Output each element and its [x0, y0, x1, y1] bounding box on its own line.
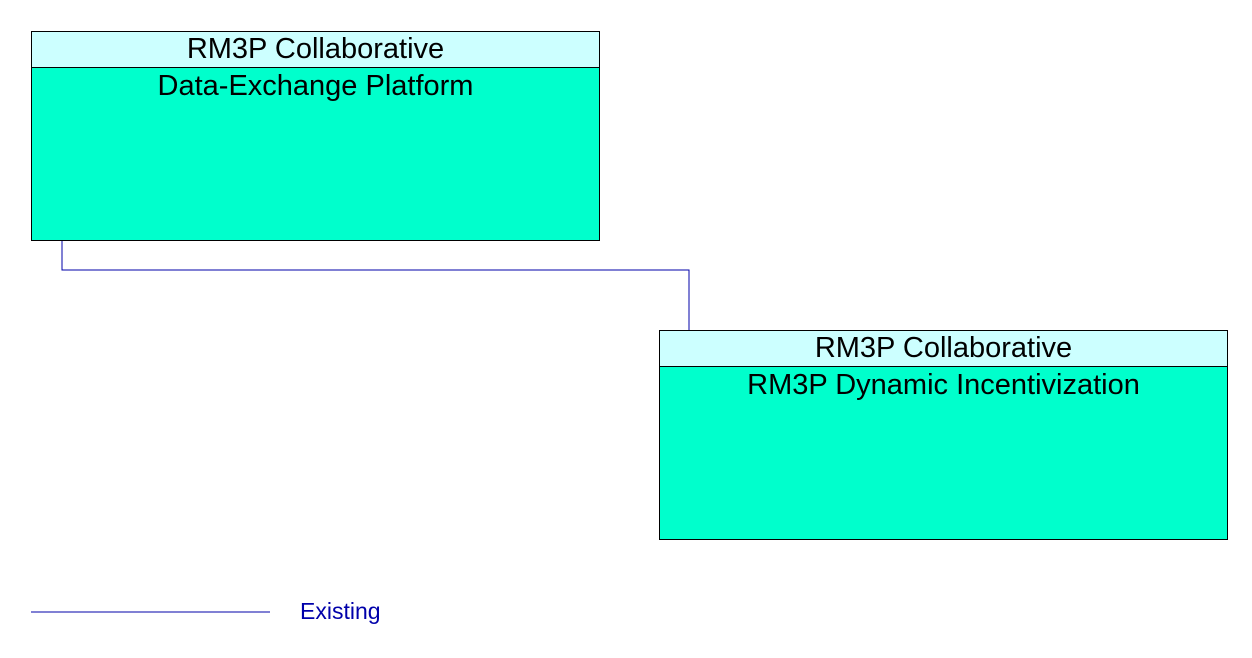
node-name-label: RM3P Dynamic Incentivization [747, 369, 1140, 401]
node-name-label: Data-Exchange Platform [157, 70, 474, 102]
edge-existing-connector [61, 240, 690, 330]
node-rm3p-dynamic-incentivization[interactable]: RM3P Collaborative RM3P Dynamic Incentiv… [659, 330, 1228, 540]
legend-existing-label: Existing [300, 598, 381, 624]
node-data-exchange-platform[interactable]: RM3P Collaborative Data-Exchange Platfor… [31, 31, 600, 241]
node-stereotype-header: RM3P Collaborative [660, 331, 1227, 367]
node-stereotype-header: RM3P Collaborative [32, 32, 599, 68]
